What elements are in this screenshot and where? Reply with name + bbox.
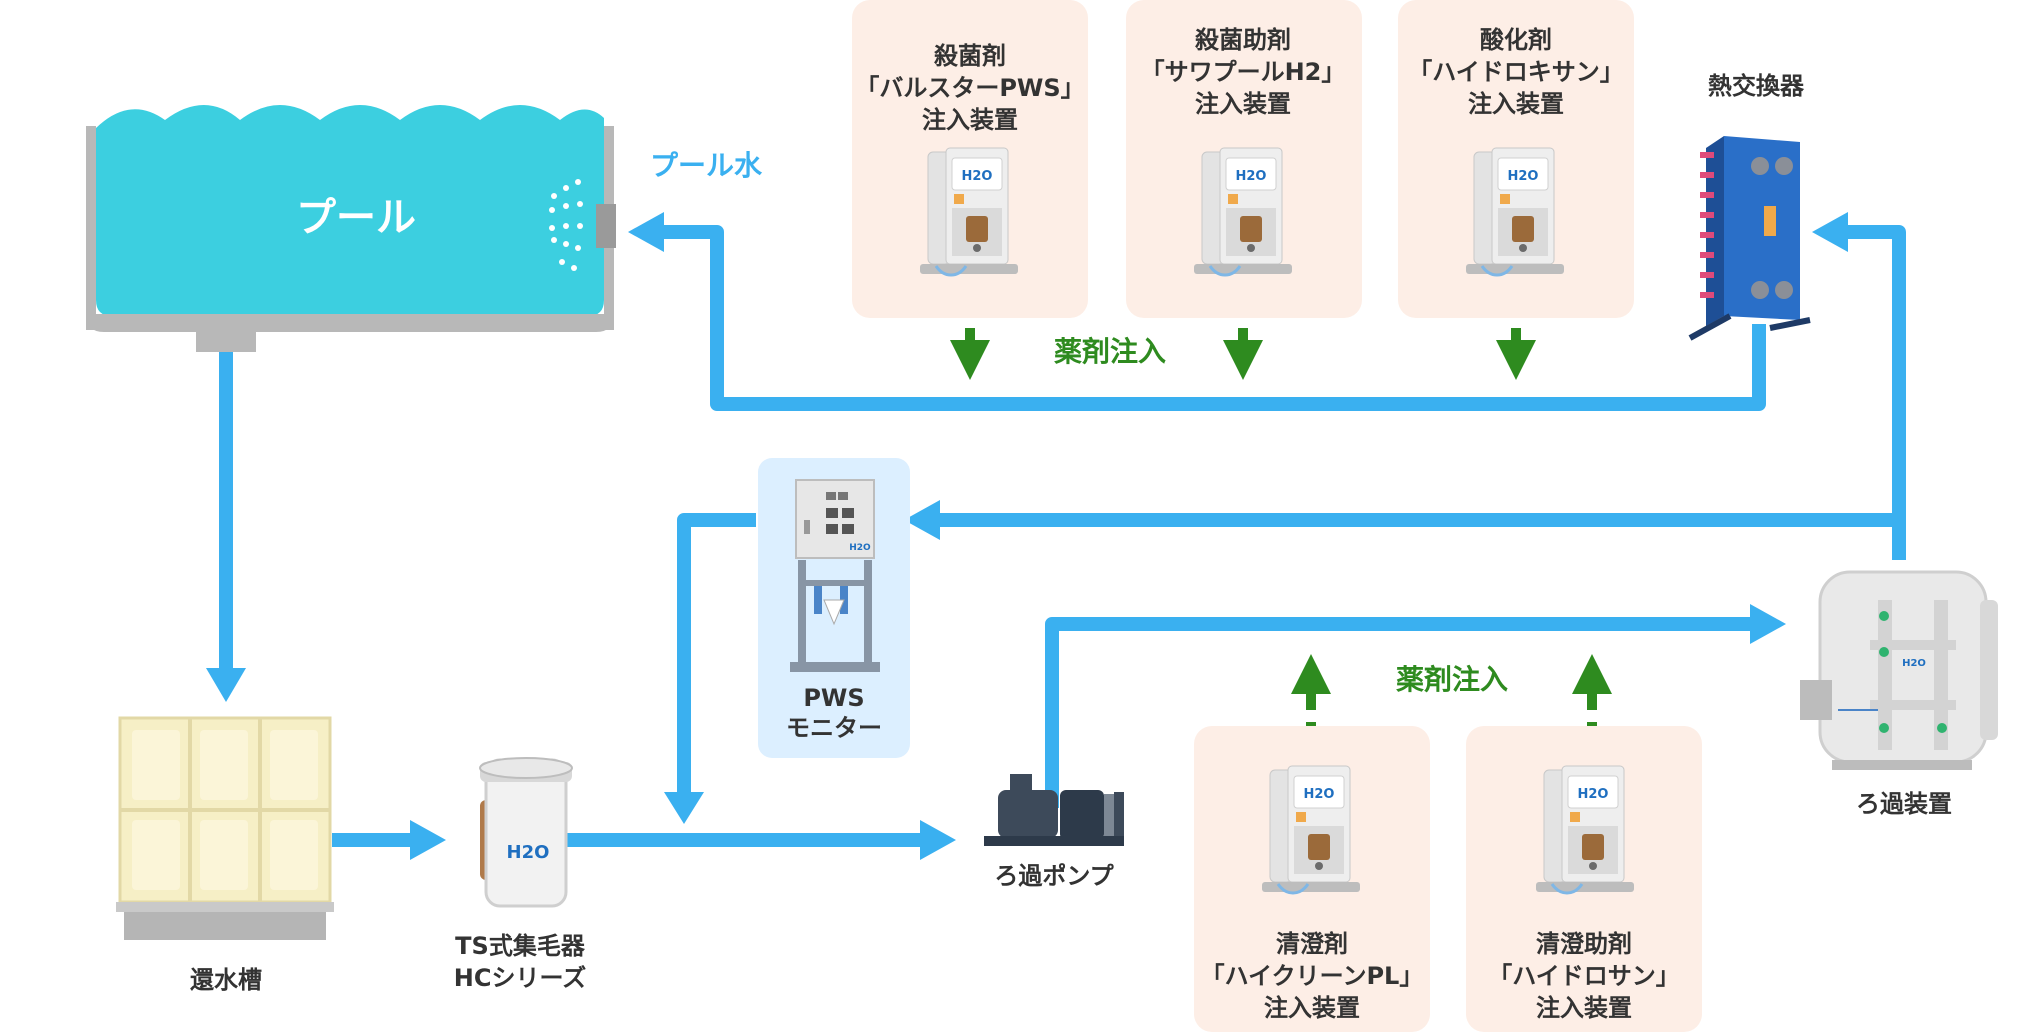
injector-5-line3: 注入装置 (1536, 994, 1632, 1022)
filter-pump-label: ろ過ポンプ (994, 862, 1114, 890)
strainer-label-line2: HCシリーズ (453, 964, 587, 992)
injection-arrows-bottom (1291, 654, 1612, 694)
injector-3-line1: 酸化剤 (1480, 26, 1552, 54)
strainer: H2O (479, 757, 573, 908)
injector-1-line2: 「バルスターPWS」 (855, 74, 1085, 102)
injector-box-5 (1466, 726, 1702, 1032)
injector-2-line1: 殺菌助剤 (1195, 26, 1291, 54)
injector-4-line2: 「ハイクリーンPL」 (1200, 962, 1424, 990)
heat-exchanger-label: 熱交換器 (1708, 72, 1804, 100)
injector-3-line3: 注入装置 (1468, 90, 1564, 118)
injector-5-line1: 清澄助剤 (1536, 930, 1632, 958)
arrow-down-to-tank (206, 668, 246, 702)
flow-lines (219, 225, 1906, 847)
injector-1-line3: 注入装置 (922, 106, 1018, 134)
injector-2-line2: 「サワプールH2」 (1140, 58, 1346, 86)
injector-5-line2: 「ハイドロサン」 (1488, 962, 1680, 990)
injector-box-4 (1194, 726, 1430, 1032)
injection-arrows-top (950, 340, 1536, 380)
arrow-to-pump (920, 820, 956, 860)
filter-pump (984, 774, 1124, 846)
heat-exchanger (1688, 136, 1811, 341)
injector-box-1 (852, 0, 1088, 318)
arrow-to-filter-unit (1750, 604, 1786, 644)
arrow-to-pool (628, 212, 664, 252)
return-tank (116, 716, 334, 940)
arrow-to-heat-exchanger (1812, 212, 1848, 252)
flow-arrows (206, 212, 1848, 860)
svg-text:H2O: H2O (849, 543, 871, 553)
injector-4-line1: 清澄剤 (1276, 930, 1348, 958)
monitor-label-line2: モニター (786, 714, 882, 742)
injector-4-line3: 注入装置 (1264, 994, 1360, 1022)
spray-icon (549, 179, 583, 271)
strainer-label-line1: TS式集毛器 (455, 932, 585, 960)
injector-1-line1: 殺菌剤 (934, 42, 1006, 70)
injector-3-line2: 「ハイドロキサン」 (1408, 58, 1624, 86)
svg-text:H2O: H2O (1902, 658, 1926, 669)
injector-box-3 (1398, 0, 1634, 318)
injector-box-2 (1126, 0, 1362, 318)
filter-unit-label: ろ過装置 (1856, 790, 1952, 818)
chemical-injection-label-bottom: 薬剤注入 (1395, 663, 1509, 696)
svg-text:H2O: H2O (507, 842, 550, 863)
pool-water (96, 105, 604, 316)
chemical-injection-label-top: 薬剤注入 (1053, 335, 1167, 368)
return-tank-label: 還水槽 (190, 966, 262, 994)
injector-2-line3: 注入装置 (1195, 90, 1291, 118)
monitor-label-line1: PWS (803, 684, 865, 712)
arrow-to-strainer (410, 820, 446, 860)
arrow-down-to-pipe (664, 792, 704, 824)
pws-monitor: H2O (758, 458, 910, 758)
pool-water-label: プール水 (649, 149, 763, 182)
arrow-to-monitor (904, 500, 940, 540)
pool-label: プール (296, 195, 416, 241)
pool (86, 105, 616, 352)
filter-unit: H2O (1800, 570, 1998, 770)
